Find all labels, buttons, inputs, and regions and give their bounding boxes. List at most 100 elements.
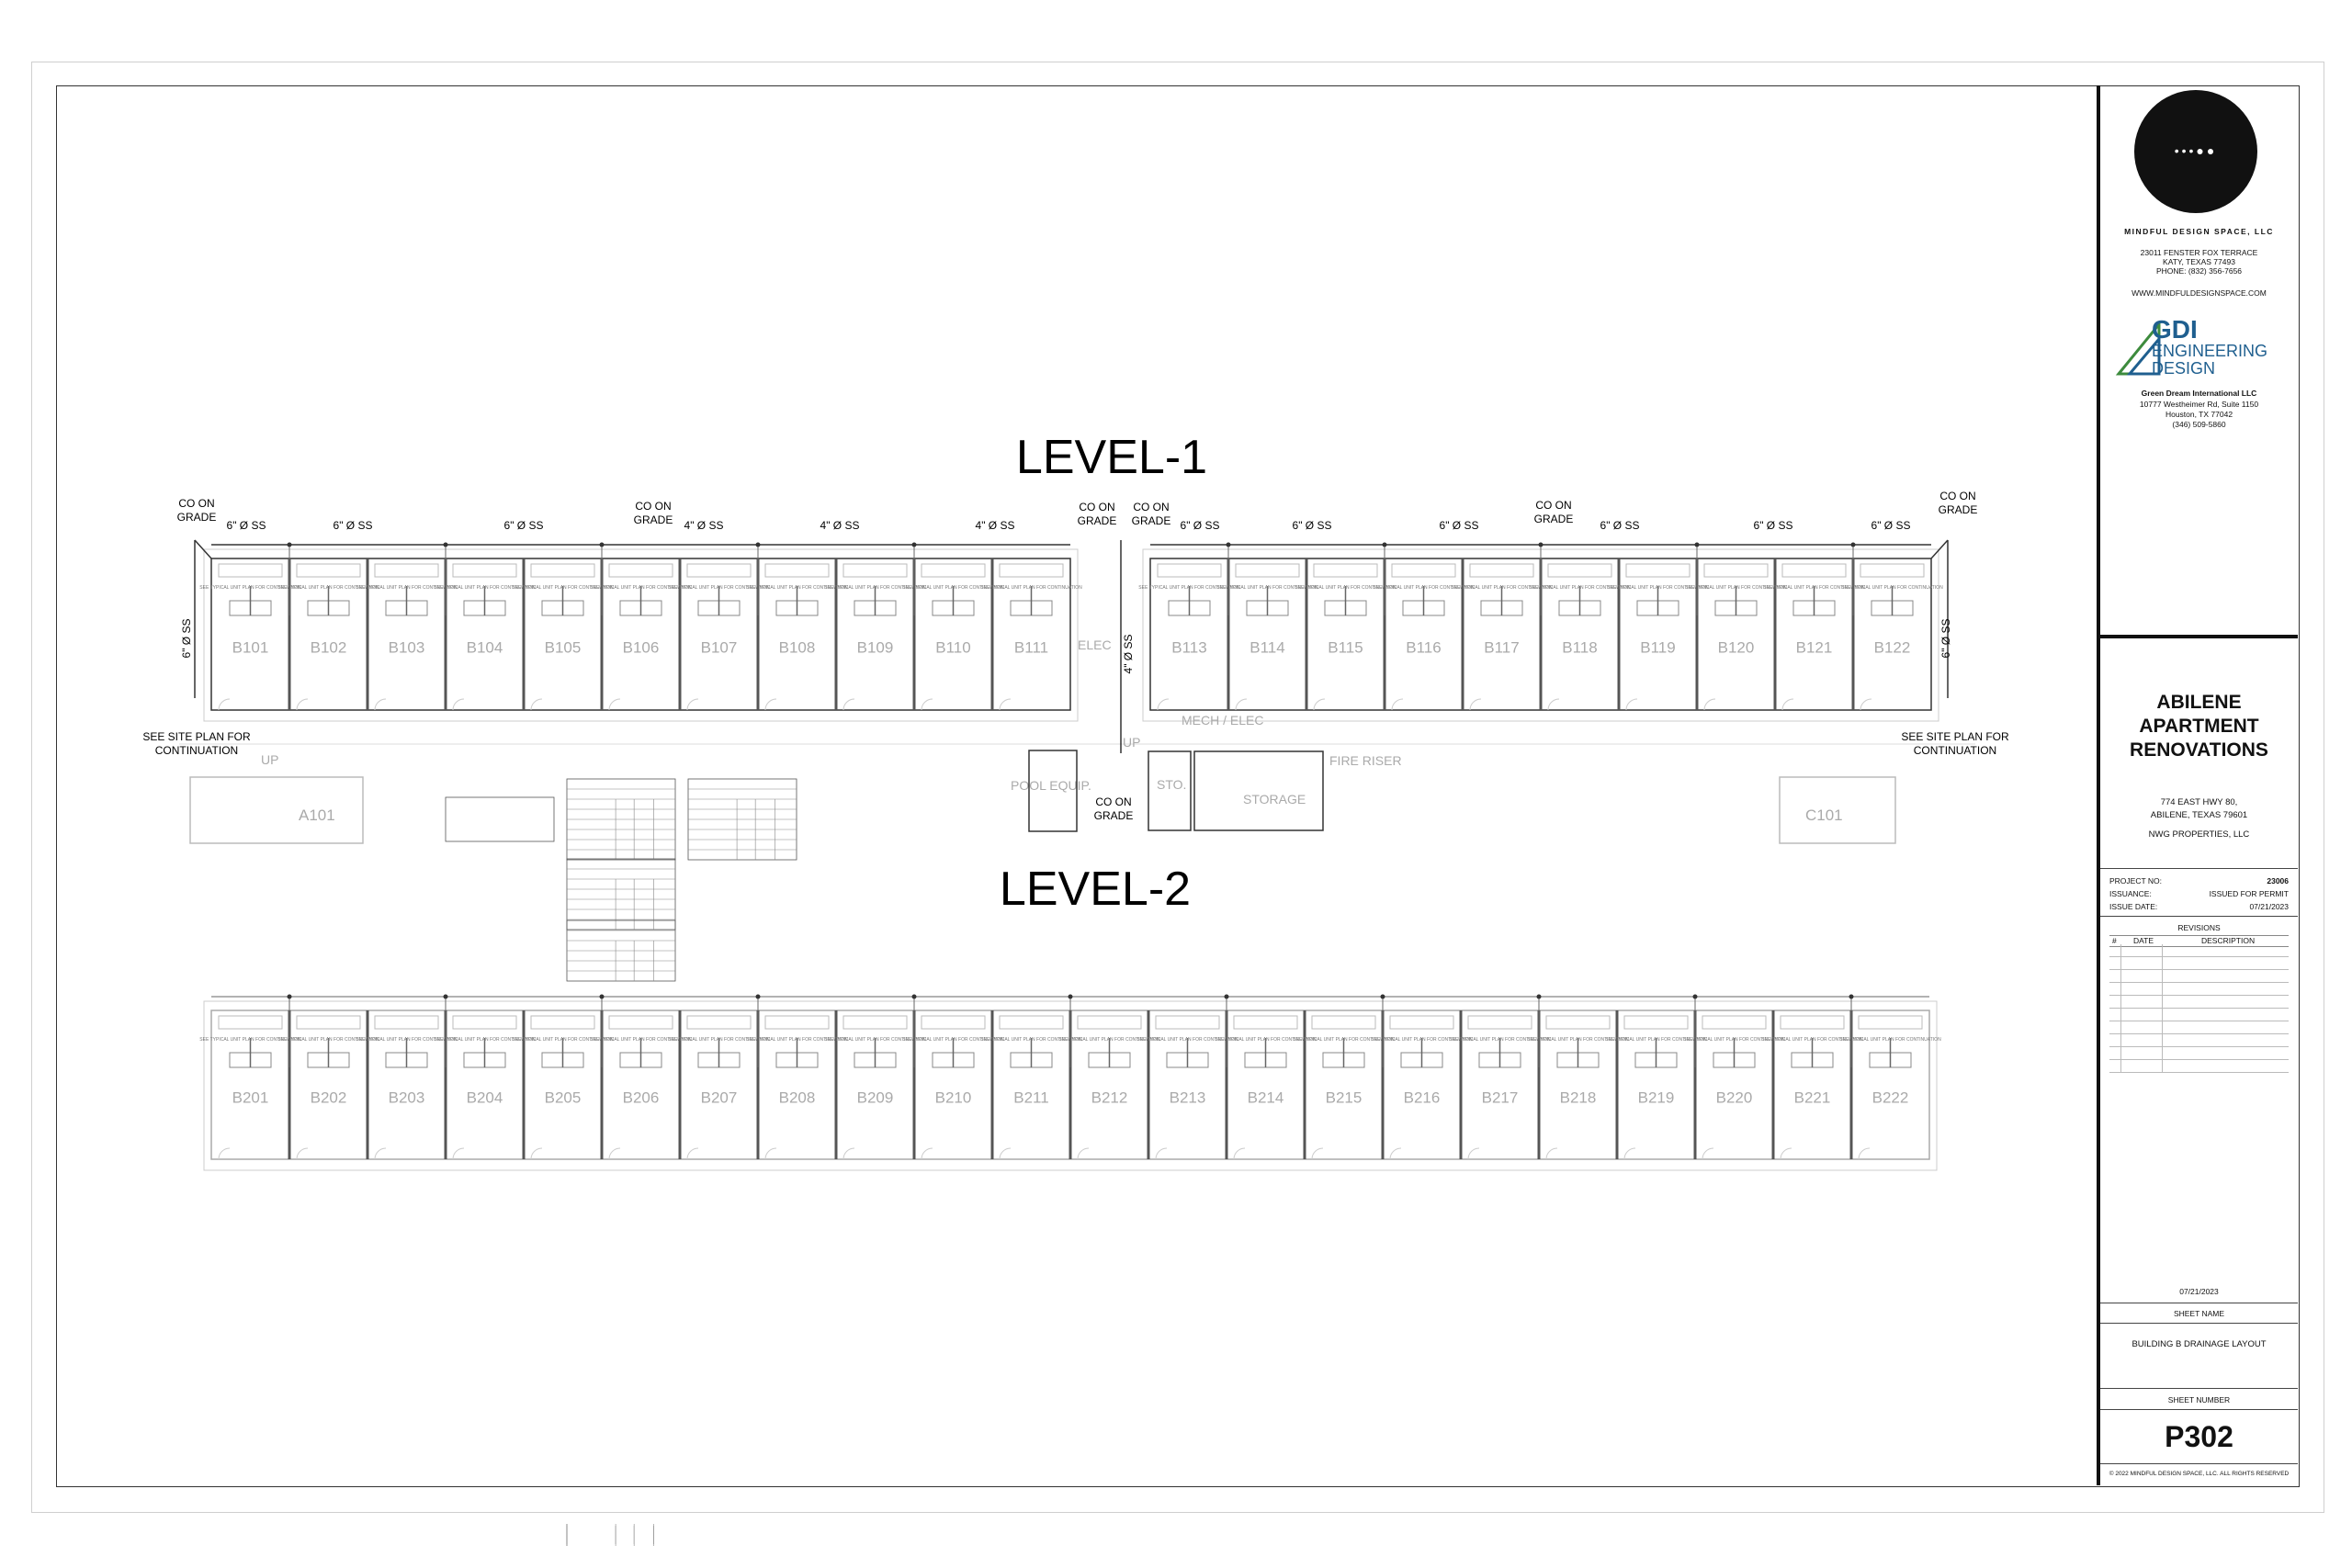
cleanout-marker: [1850, 542, 1856, 547]
door-swing: [608, 1147, 621, 1160]
see-typical-note: SEE TYPICAL UNIT PLAN FOR CONTINUATION: [1685, 585, 1787, 591]
pipe-size-label: 6" Ø SS: [1600, 519, 1640, 532]
kitchen-counter: [842, 1015, 908, 1030]
pipe-size-label: 6" Ø SS: [1293, 519, 1332, 532]
pipe-size-label: 4" Ø SS: [820, 519, 860, 532]
title-block-rule: [2100, 635, 2298, 638]
kitchen-counter: [1703, 563, 1769, 578]
project-address-line-1: 774 EAST HWY 80,: [2160, 797, 2238, 807]
unit-label: B218: [1560, 1089, 1597, 1106]
unit-label: B212: [1091, 1089, 1128, 1106]
issue-date-label: ISSUE DATE:: [2109, 902, 2158, 911]
door-swing: [1235, 698, 1248, 711]
see-typical-note: SEE TYPICAL UNIT PLAN FOR CONTINUATION: [512, 585, 614, 591]
door-swing: [1703, 698, 1716, 711]
logo-dots: •••●●: [2174, 143, 2218, 158]
cleanout-marker: [1694, 542, 1700, 547]
see-typical-note: SEE TYPICAL UNIT PLAN FOR CONTINUATION: [590, 1037, 692, 1043]
building-footprint: [203, 548, 1079, 722]
kitchen-counter: [764, 1015, 830, 1030]
co-label: CO ON: [178, 497, 214, 510]
revisions-header-row: # DATE DESCRIPTION: [2109, 935, 2289, 947]
unit-label: B118: [1562, 638, 1597, 656]
door-swing: [1623, 1147, 1636, 1160]
unit-label: B206: [623, 1089, 660, 1106]
fixture-table: [566, 858, 676, 931]
sheet-name-label: SHEET NAME: [2173, 1309, 2225, 1318]
see-typical-note: SEE TYPICAL UNIT PLAN FOR CONTINUATION: [590, 585, 692, 591]
door-swing: [999, 698, 1012, 711]
unit-label: B201: [232, 1089, 269, 1106]
unit-label: B120: [1718, 638, 1755, 656]
gdi-logo-engineering: ENGINEERING: [2152, 342, 2268, 360]
rev-col-date: DATE: [2133, 936, 2154, 945]
issuance-label: ISSUANCE:: [2109, 889, 2152, 898]
grade-label: GRADE: [1939, 503, 1978, 516]
see-typical-note: SEE TYPICAL UNIT PLAN FOR CONTINUATION: [1138, 585, 1240, 591]
unit-label: B202: [311, 1089, 347, 1106]
revisions-table: [2109, 944, 2289, 1073]
see-typical-note: SEE TYPICAL UNIT PLAN FOR CONTINUATION: [1529, 585, 1631, 591]
see-typical-note: SEE TYPICAL UNIT PLAN FOR CONTINUATION: [1763, 585, 1865, 591]
cleanout-marker: [443, 542, 448, 547]
see-typical-note: SEE TYPICAL UNIT PLAN FOR CONTINUATION: [277, 585, 379, 591]
sewer-elbow: [194, 539, 212, 559]
unit-label: B222: [1872, 1089, 1909, 1106]
door-swing: [921, 698, 933, 711]
issuance-row: ISSUANCE: ISSUED FOR PERMIT: [2109, 889, 2289, 898]
unit-label: B216: [1404, 1089, 1441, 1106]
kitchen-counter: [1858, 1015, 1923, 1030]
kitchen-counter: [1155, 1015, 1220, 1030]
see-typical-note: SEE TYPICAL UNIT PLAN FOR CONTINUATION: [746, 1037, 848, 1043]
door-swing: [1467, 1147, 1480, 1160]
unit-label: B119: [1640, 638, 1675, 656]
cleanout-marker: [1692, 994, 1698, 999]
see-typical-note: SEE TYPICAL UNIT PLAN FOR CONTINUATION: [1841, 585, 1943, 591]
gdi-logo-mark: [2115, 321, 2161, 376]
door-swing: [374, 1147, 387, 1160]
co-label: CO ON: [1939, 490, 1975, 502]
kitchen-counter: [1313, 563, 1378, 578]
grade-label: GRADE: [1132, 514, 1171, 527]
see-typical-note: SEE TYPICAL UNIT PLAN FOR CONTINUATION: [902, 585, 1004, 591]
adjacent-building-c: [1779, 776, 1896, 844]
door-swing: [1469, 698, 1482, 711]
copyright-notice: © 2022 MINDFUL DESIGN SPACE, LLC. ALL RI…: [2109, 1471, 2290, 1477]
co-label: CO ON: [1079, 501, 1114, 513]
kitchen-counter: [686, 563, 752, 578]
issue-date-row: ISSUE DATE: 07/21/2023: [2109, 902, 2289, 911]
see-typical-note: SEE TYPICAL UNIT PLAN FOR CONTINUATION: [902, 1037, 1004, 1043]
kitchen-counter: [452, 1015, 517, 1030]
project-name-line-1: ABILENE: [2156, 692, 2242, 713]
door-swing: [218, 1147, 231, 1160]
kitchen-counter: [1077, 1015, 1142, 1030]
unit-label: B205: [545, 1089, 582, 1106]
kitchen-counter: [530, 1015, 595, 1030]
title-block: •••●● MINDFUL DESIGN SPACE, LLC 23011 FE…: [2100, 85, 2298, 1485]
door-swing: [530, 1147, 543, 1160]
cleanout-marker: [755, 994, 761, 999]
cleanout-marker: [1380, 994, 1385, 999]
see-typical-note: SEE TYPICAL UNIT PLAN FOR CONTINUATION: [277, 1037, 379, 1043]
door-swing: [1311, 1147, 1324, 1160]
unit-label: B214: [1248, 1089, 1284, 1106]
revisions-heading: REVISIONS: [2177, 923, 2221, 932]
pipe-size-label: 4" Ø SS: [684, 519, 724, 532]
cleanout-marker: [911, 542, 917, 547]
title-block-rule: [2100, 1409, 2298, 1410]
cleanout-marker: [443, 994, 448, 999]
room-label-mech-elec: MECH / ELEC: [1182, 713, 1263, 728]
door-swing: [452, 698, 465, 711]
unit-label: B217: [1482, 1089, 1519, 1106]
kitchen-counter: [1235, 563, 1300, 578]
door-swing: [999, 1147, 1012, 1160]
kitchen-counter: [530, 563, 595, 578]
room-label-pool-equip: POOL EQUIP.: [1011, 778, 1091, 793]
unit-label: B103: [389, 638, 425, 656]
engineer-address-line-2: Houston, TX 77042: [2165, 410, 2233, 419]
legend-box: [445, 796, 555, 842]
kitchen-counter: [999, 1015, 1064, 1030]
room-label-elec: ELEC: [1078, 637, 1112, 652]
see-typical-note: SEE TYPICAL UNIT PLAN FOR CONTINUATION: [1371, 1037, 1473, 1043]
